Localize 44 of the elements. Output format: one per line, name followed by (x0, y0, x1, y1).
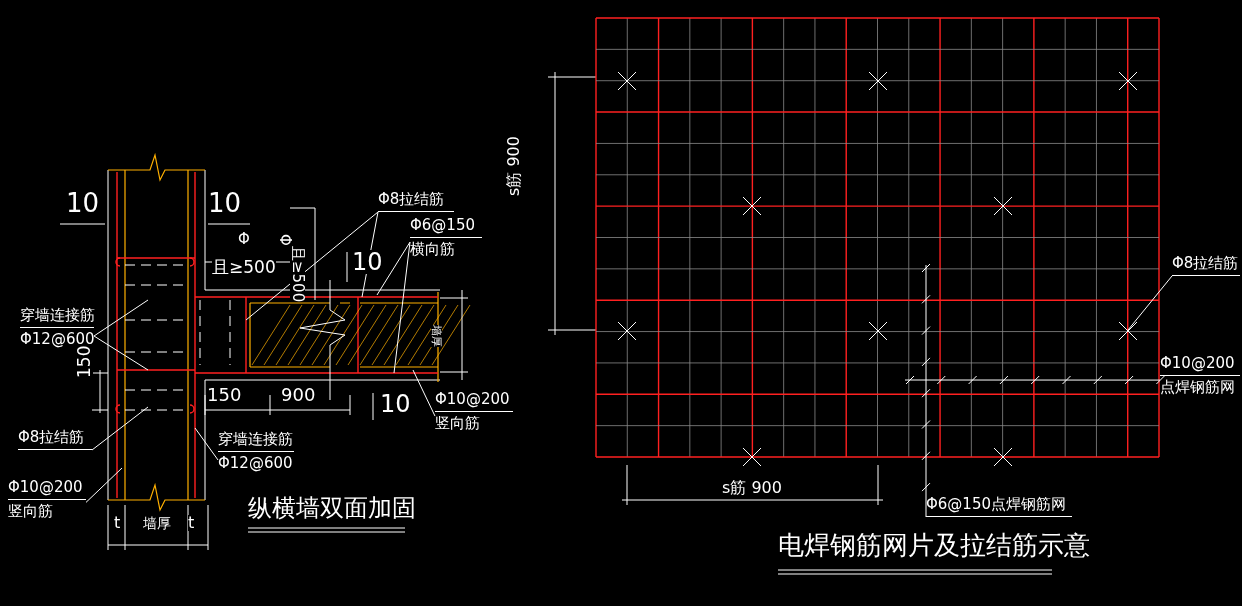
leader-line (904, 379, 1161, 381)
leader-line (85, 467, 123, 503)
rebar-label: Φ10@200 (435, 392, 513, 412)
rebar-label: 点焊钢筋网 (1160, 377, 1236, 395)
dimension-text: 墙厚 (431, 325, 442, 347)
rebar-label: 穿墙连接筋 (20, 308, 94, 328)
dimension-text: 10 (352, 250, 383, 274)
leader-line (376, 241, 411, 296)
leader-line (93, 335, 149, 371)
rebar-label: Φ6@150 (410, 218, 482, 238)
rebar-label: 竖向筋 (435, 413, 481, 431)
rebar-label: Φ10@200 (8, 480, 86, 500)
leader-line (393, 241, 411, 374)
rebar-label: Φ12@600 (218, 453, 294, 471)
drawing-title: 纵横墙双面加固 (248, 496, 416, 520)
rebar-label: Φ8拉结筋 (378, 188, 454, 212)
dimension-text: 150 (207, 386, 242, 404)
dimension-text: s筋 900 (722, 480, 782, 496)
leader-line (1127, 275, 1173, 331)
rebar-label: 横向筋 (410, 239, 456, 257)
dimension-text: t (114, 515, 121, 531)
dimension-text: Φ (277, 234, 292, 246)
rebar-label: Φ8拉结筋 (1172, 252, 1240, 276)
leader-line (194, 427, 219, 461)
rebar-label: 竖向筋 (8, 501, 54, 519)
dimension-text: 且≥500 (290, 246, 305, 303)
rebar-label: Φ6@150点焊钢筋网 (926, 492, 1072, 517)
leader-line (245, 211, 379, 321)
rebar-label: Φ12@600 (20, 329, 94, 347)
dimension-text: Φ (238, 232, 250, 247)
leader-line (925, 264, 927, 518)
dimension-text: t (188, 515, 195, 531)
dimension-text: 900 (281, 386, 316, 404)
rebar-label: Φ10@200 (1160, 356, 1240, 376)
leader-line (91, 406, 149, 451)
drawing-title: 电焊钢筋网片及拉结筋示意 (778, 532, 1090, 558)
leader-line (412, 369, 436, 417)
dimension-text: 150 (76, 345, 93, 378)
rebar-label: Φ8拉结筋 (18, 426, 92, 450)
dimension-text: 且≥500 (212, 259, 276, 276)
leader-line (93, 299, 149, 337)
dimension-text: s筋 900 (506, 136, 522, 196)
dimension-text: 墙厚 (143, 516, 171, 530)
rebar-label: 穿墙连接筋 (218, 432, 294, 452)
